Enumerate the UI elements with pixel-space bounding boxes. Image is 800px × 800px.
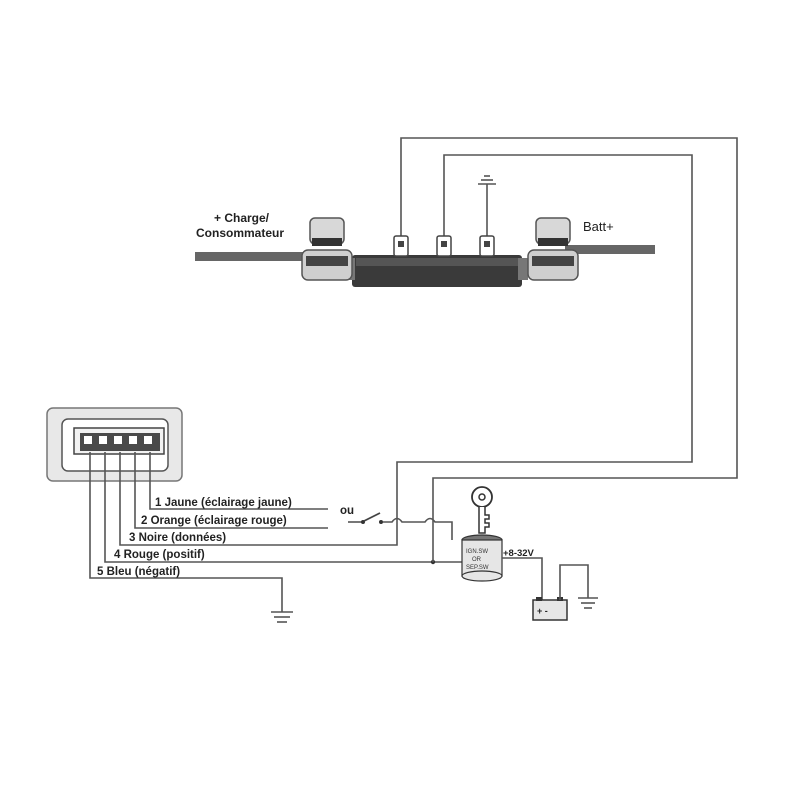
ignition-switch: IGN.SW OR SEP.SW — [461, 534, 503, 582]
wire-3 — [119, 452, 398, 546]
wire-label-1: 1 Jaune (éclairage jaune) — [155, 497, 292, 509]
relay-module — [195, 235, 655, 287]
voltage-label: +8-32V — [503, 548, 535, 559]
key-icon — [471, 486, 493, 534]
switch-icon — [348, 512, 453, 540]
wire-battery-positive — [502, 557, 543, 600]
wire-2 — [134, 452, 328, 529]
charge-label-line2: Consommateur — [196, 226, 284, 240]
wire-inner-loop — [396, 154, 693, 510]
battery-terminals-label: + - — [537, 606, 548, 616]
ground-symbol-icon — [478, 175, 496, 236]
switch-text-3: SEP.SW — [466, 565, 489, 571]
batt-plus-label: Batt+ — [583, 219, 614, 234]
battery-terminal — [527, 217, 579, 281]
switch-text-2: OR — [472, 557, 482, 563]
wire-5 — [89, 452, 283, 612]
wire-1 — [149, 452, 328, 510]
switch-text-1: IGN.SW — [466, 549, 488, 555]
wire-4 — [104, 452, 470, 563]
wire-outer-loop — [400, 137, 738, 510]
wire-label-3: 3 Noire (données) — [129, 532, 226, 544]
wire-label-2: 2 Orange (éclairage rouge) — [141, 515, 287, 527]
wire-label-4: 4 Rouge (positif) — [114, 549, 205, 561]
ground-symbol-icon — [271, 611, 293, 623]
charge-terminal — [301, 217, 353, 281]
ou-label: ou — [340, 505, 354, 517]
wire-battery-negative — [559, 564, 589, 600]
ground-symbol-icon — [578, 597, 598, 609]
battery-icon: + - — [532, 597, 568, 621]
charge-label-line1: + Charge/ — [214, 211, 270, 225]
wire-label-5: 5 Bleu (négatif) — [97, 566, 180, 578]
connector-panel — [46, 407, 183, 482]
